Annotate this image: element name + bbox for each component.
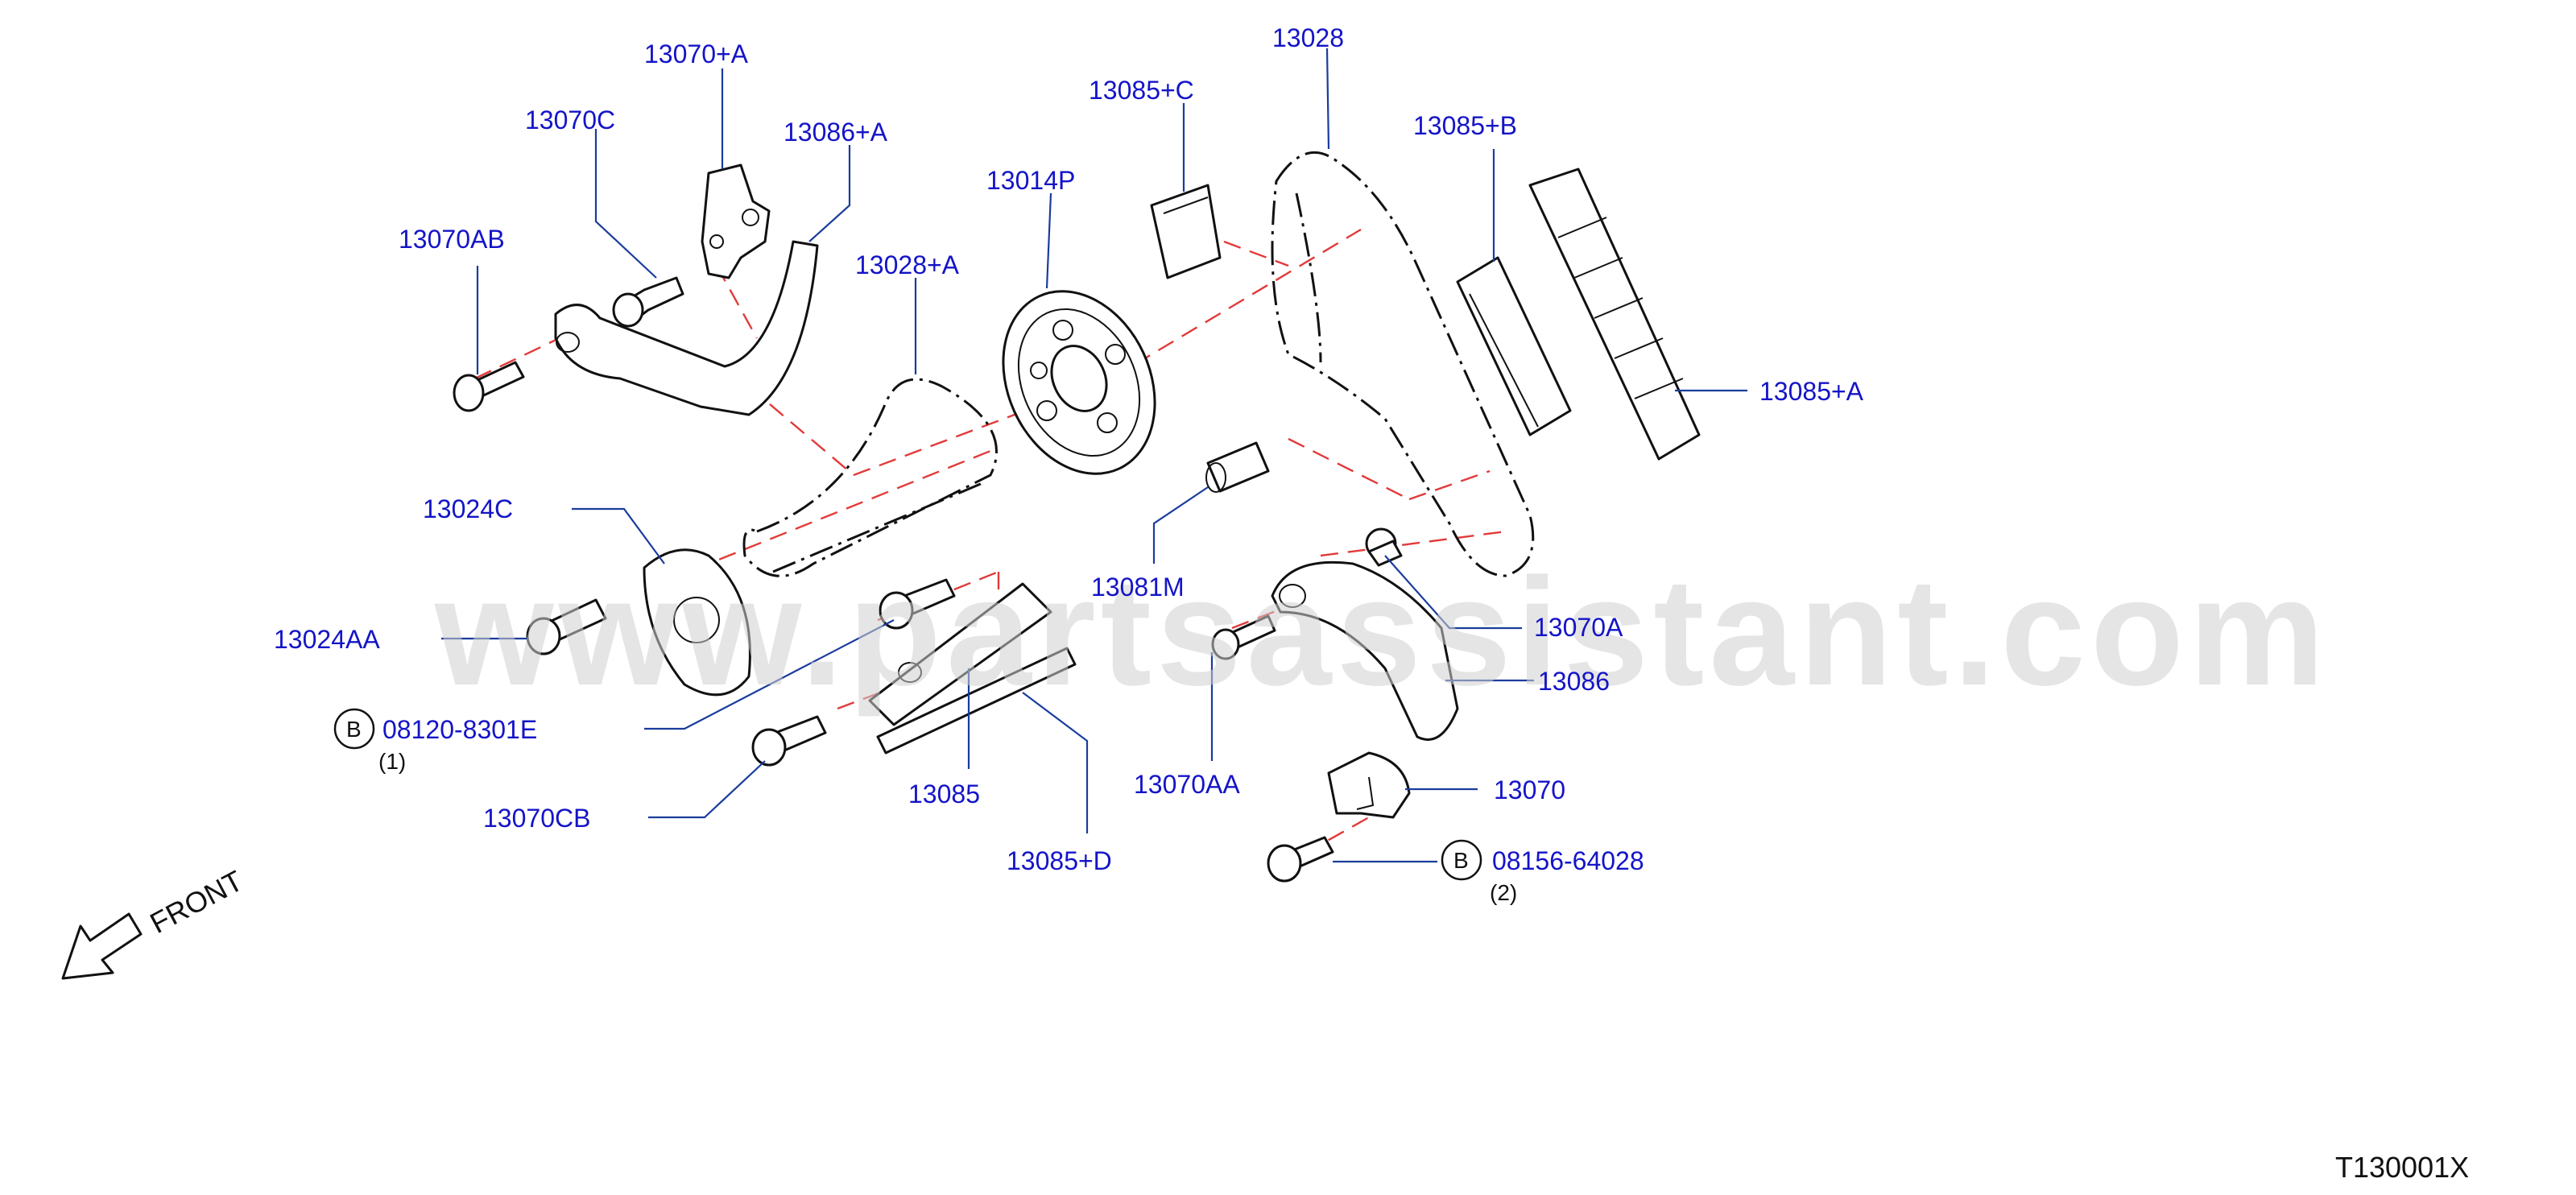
guide-13085a [1528, 167, 1701, 461]
part-label[interactable]: 13070AB [399, 225, 505, 254]
pin-13070ab [453, 361, 525, 412]
part-label[interactable]: 13028+A [855, 250, 960, 279]
bolt-13024aa [526, 598, 607, 655]
part-labels: 13070+A 13070C 13086+A 13070AB 13028+A 1… [274, 23, 1864, 905]
front-label: FRONT [145, 864, 249, 940]
bolt-13070c [612, 276, 684, 328]
leader-lines [441, 48, 1747, 863]
front-indicator: FRONT [61, 864, 249, 980]
part-label[interactable]: 13085+C [1089, 76, 1194, 105]
part-label[interactable]: 13081M [1091, 573, 1185, 602]
part-label[interactable]: 13085+A [1759, 377, 1864, 406]
quantity-note: (1) [378, 749, 406, 774]
centerlines [474, 228, 1507, 855]
badge-circle [333, 708, 375, 750]
part-label[interactable]: 13070C [525, 105, 615, 134]
bolt-13070cb [751, 715, 827, 767]
part-label[interactable]: 13086+A [784, 118, 888, 147]
part-label[interactable]: 13070A [1534, 613, 1623, 642]
part-label[interactable]: 13086 [1538, 667, 1610, 696]
bolt-08156-64028 [1267, 836, 1334, 883]
badge-circle [1441, 839, 1482, 881]
upper-chain-tensioner [701, 163, 771, 279]
watermark: www.partsassistant.com [434, 547, 2330, 717]
part-label[interactable]: 13024C [423, 494, 513, 523]
part-label[interactable]: 13070 [1494, 775, 1565, 804]
part-label[interactable]: 13070+A [644, 39, 749, 68]
small-chain [742, 378, 998, 577]
plunger-13081m [1205, 441, 1270, 493]
front-arrow-icon [61, 912, 143, 980]
lower-tensioner-arm [1271, 560, 1459, 741]
sprocket-13014p [1002, 290, 1156, 475]
part-label[interactable]: 13070AA [1134, 770, 1240, 799]
badge-letter: B [346, 717, 362, 742]
part-label[interactable]: 13028 [1272, 23, 1344, 52]
bolt-13070a [1365, 527, 1403, 567]
part-label[interactable]: 08120-8301E [382, 715, 537, 744]
pin-13070aa [1211, 614, 1276, 660]
large-chain [1271, 151, 1535, 577]
guide-13085b [1456, 256, 1572, 436]
upper-tensioner-arm [554, 240, 819, 416]
guide-13085c [1150, 184, 1222, 279]
tensioner-13070 [1327, 751, 1411, 819]
bolt-08120-8301e [879, 578, 956, 630]
gasket-13024c [643, 548, 751, 697]
part-label-with-badge[interactable]: B 08120-8301E (1) [333, 708, 537, 774]
badge-letter: B [1453, 848, 1469, 873]
part-label[interactable]: 13024AA [274, 625, 380, 654]
lower-guides [868, 582, 1077, 755]
part-label[interactable]: 13085+B [1413, 111, 1517, 140]
part-label[interactable]: 13070CB [483, 804, 590, 833]
quantity-note: (2) [1490, 880, 1517, 905]
part-label-with-badge[interactable]: B 08156-64028 (2) [1441, 839, 1644, 905]
part-label[interactable]: 13014P [986, 166, 1075, 195]
part-label[interactable]: 13085 [908, 779, 980, 808]
diagram-code: T130001X [2335, 1151, 2469, 1184]
part-label[interactable]: 13085+D [1007, 846, 1112, 875]
part-label[interactable]: 08156-64028 [1492, 846, 1644, 875]
